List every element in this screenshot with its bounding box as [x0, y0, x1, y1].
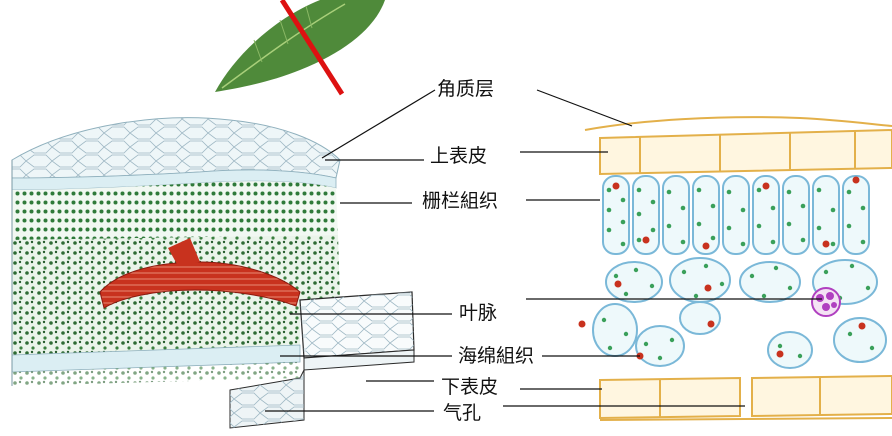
leaf-block-3d	[11, 117, 415, 429]
leaf-illustration	[215, 0, 385, 96]
leaf-cross-section	[578, 116, 892, 421]
label-vein: 叶脉	[459, 302, 498, 324]
leader-cuticle-right	[536, 89, 633, 127]
vein-bundle	[811, 287, 841, 317]
label-stoma: 气孔	[443, 402, 482, 424]
pointer-line	[279, 0, 345, 96]
label-spongy-tissue: 海绵組织	[458, 345, 535, 367]
label-palisade-tissue: 栅栏組织	[422, 190, 499, 212]
label-cuticle: 角质层	[437, 78, 495, 100]
label-lower-epidermis: 下表皮	[441, 376, 499, 398]
label-upper-epidermis: 上表皮	[430, 145, 488, 167]
leader-lines	[265, 89, 822, 412]
leader-cuticle-left	[321, 89, 436, 159]
